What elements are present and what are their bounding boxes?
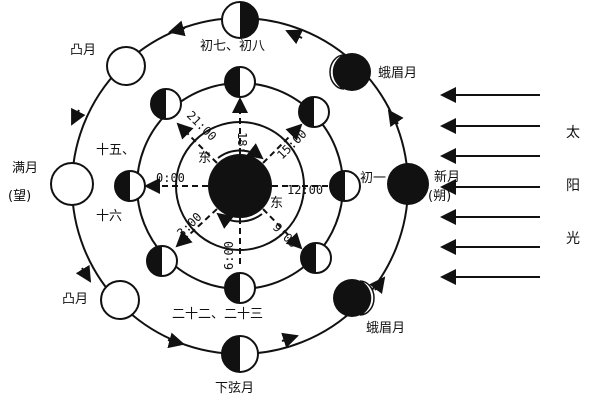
waxing-crescent-moon xyxy=(329,53,371,91)
waning-gibbous-moon xyxy=(100,280,140,320)
inner-moon-12h xyxy=(329,170,361,202)
label-new-moon-note: (朔) xyxy=(428,189,451,204)
label-time-15: 15:00 xyxy=(274,127,309,162)
label-day-16: 十六 xyxy=(96,209,122,224)
earth-rotation-arc-top xyxy=(217,143,264,160)
label-full-moon: 满月 xyxy=(12,161,38,176)
inner-moon-9h xyxy=(300,242,332,274)
waxing-gibbous-moon xyxy=(106,46,146,86)
inner-moons xyxy=(114,66,361,304)
label-waning-gibbous: 凸月 xyxy=(62,292,88,307)
label-sun-char-1: 太 xyxy=(566,125,580,141)
label-sun-char-2: 阳 xyxy=(566,178,580,194)
label-time-6: 6:00 xyxy=(222,241,236,270)
label-sun-char-3: 光 xyxy=(566,231,580,247)
inner-moon-18h xyxy=(224,66,256,98)
label-full-moon-note: (望) xyxy=(8,188,31,204)
inner-moon-3h xyxy=(146,245,178,277)
earth-rotation-arc-bottom xyxy=(216,212,263,229)
new-moon xyxy=(387,163,429,205)
outer-moons xyxy=(50,1,429,373)
label-last-quarter: 下弦月 xyxy=(215,380,254,396)
first-quarter-moon xyxy=(221,1,259,39)
label-time-12: 12:00 xyxy=(287,183,323,197)
inner-moon-0h xyxy=(114,170,146,202)
label-new-moon: 新月 xyxy=(434,169,460,185)
label-waning-crescent: 蛾眉月 xyxy=(366,321,405,336)
time-spokes xyxy=(144,97,339,268)
label-time-0: 0:00 xyxy=(156,171,185,185)
label-first-quarter: 初七、初八 xyxy=(200,39,265,54)
label-time-21: 21:00 xyxy=(184,108,219,143)
label-time-18: 18:00 xyxy=(235,132,249,168)
inner-moon-6h xyxy=(224,272,256,304)
label-waxing-crescent: 蛾眉月 xyxy=(378,66,417,81)
earth xyxy=(208,154,272,218)
waning-crescent-moon xyxy=(333,279,375,317)
inner-moon-21h xyxy=(150,88,182,120)
full-moon xyxy=(50,162,94,206)
label-day-1: 初一 xyxy=(360,171,386,186)
orbit-direction-arrows xyxy=(71,20,404,349)
label-east-bottom: 东 xyxy=(270,196,283,211)
label-east-top: 东 xyxy=(198,151,211,166)
last-quarter-moon xyxy=(221,335,259,373)
label-day-15: 十五、 xyxy=(96,143,135,158)
label-waxing-gibbous: 凸月 xyxy=(70,43,96,58)
sunlight-arrows xyxy=(440,87,540,285)
label-time-9: 9:00 xyxy=(270,220,300,250)
label-lunar-22-23: 二十二、二十三 xyxy=(172,307,263,322)
inner-moon-15h xyxy=(298,96,330,128)
